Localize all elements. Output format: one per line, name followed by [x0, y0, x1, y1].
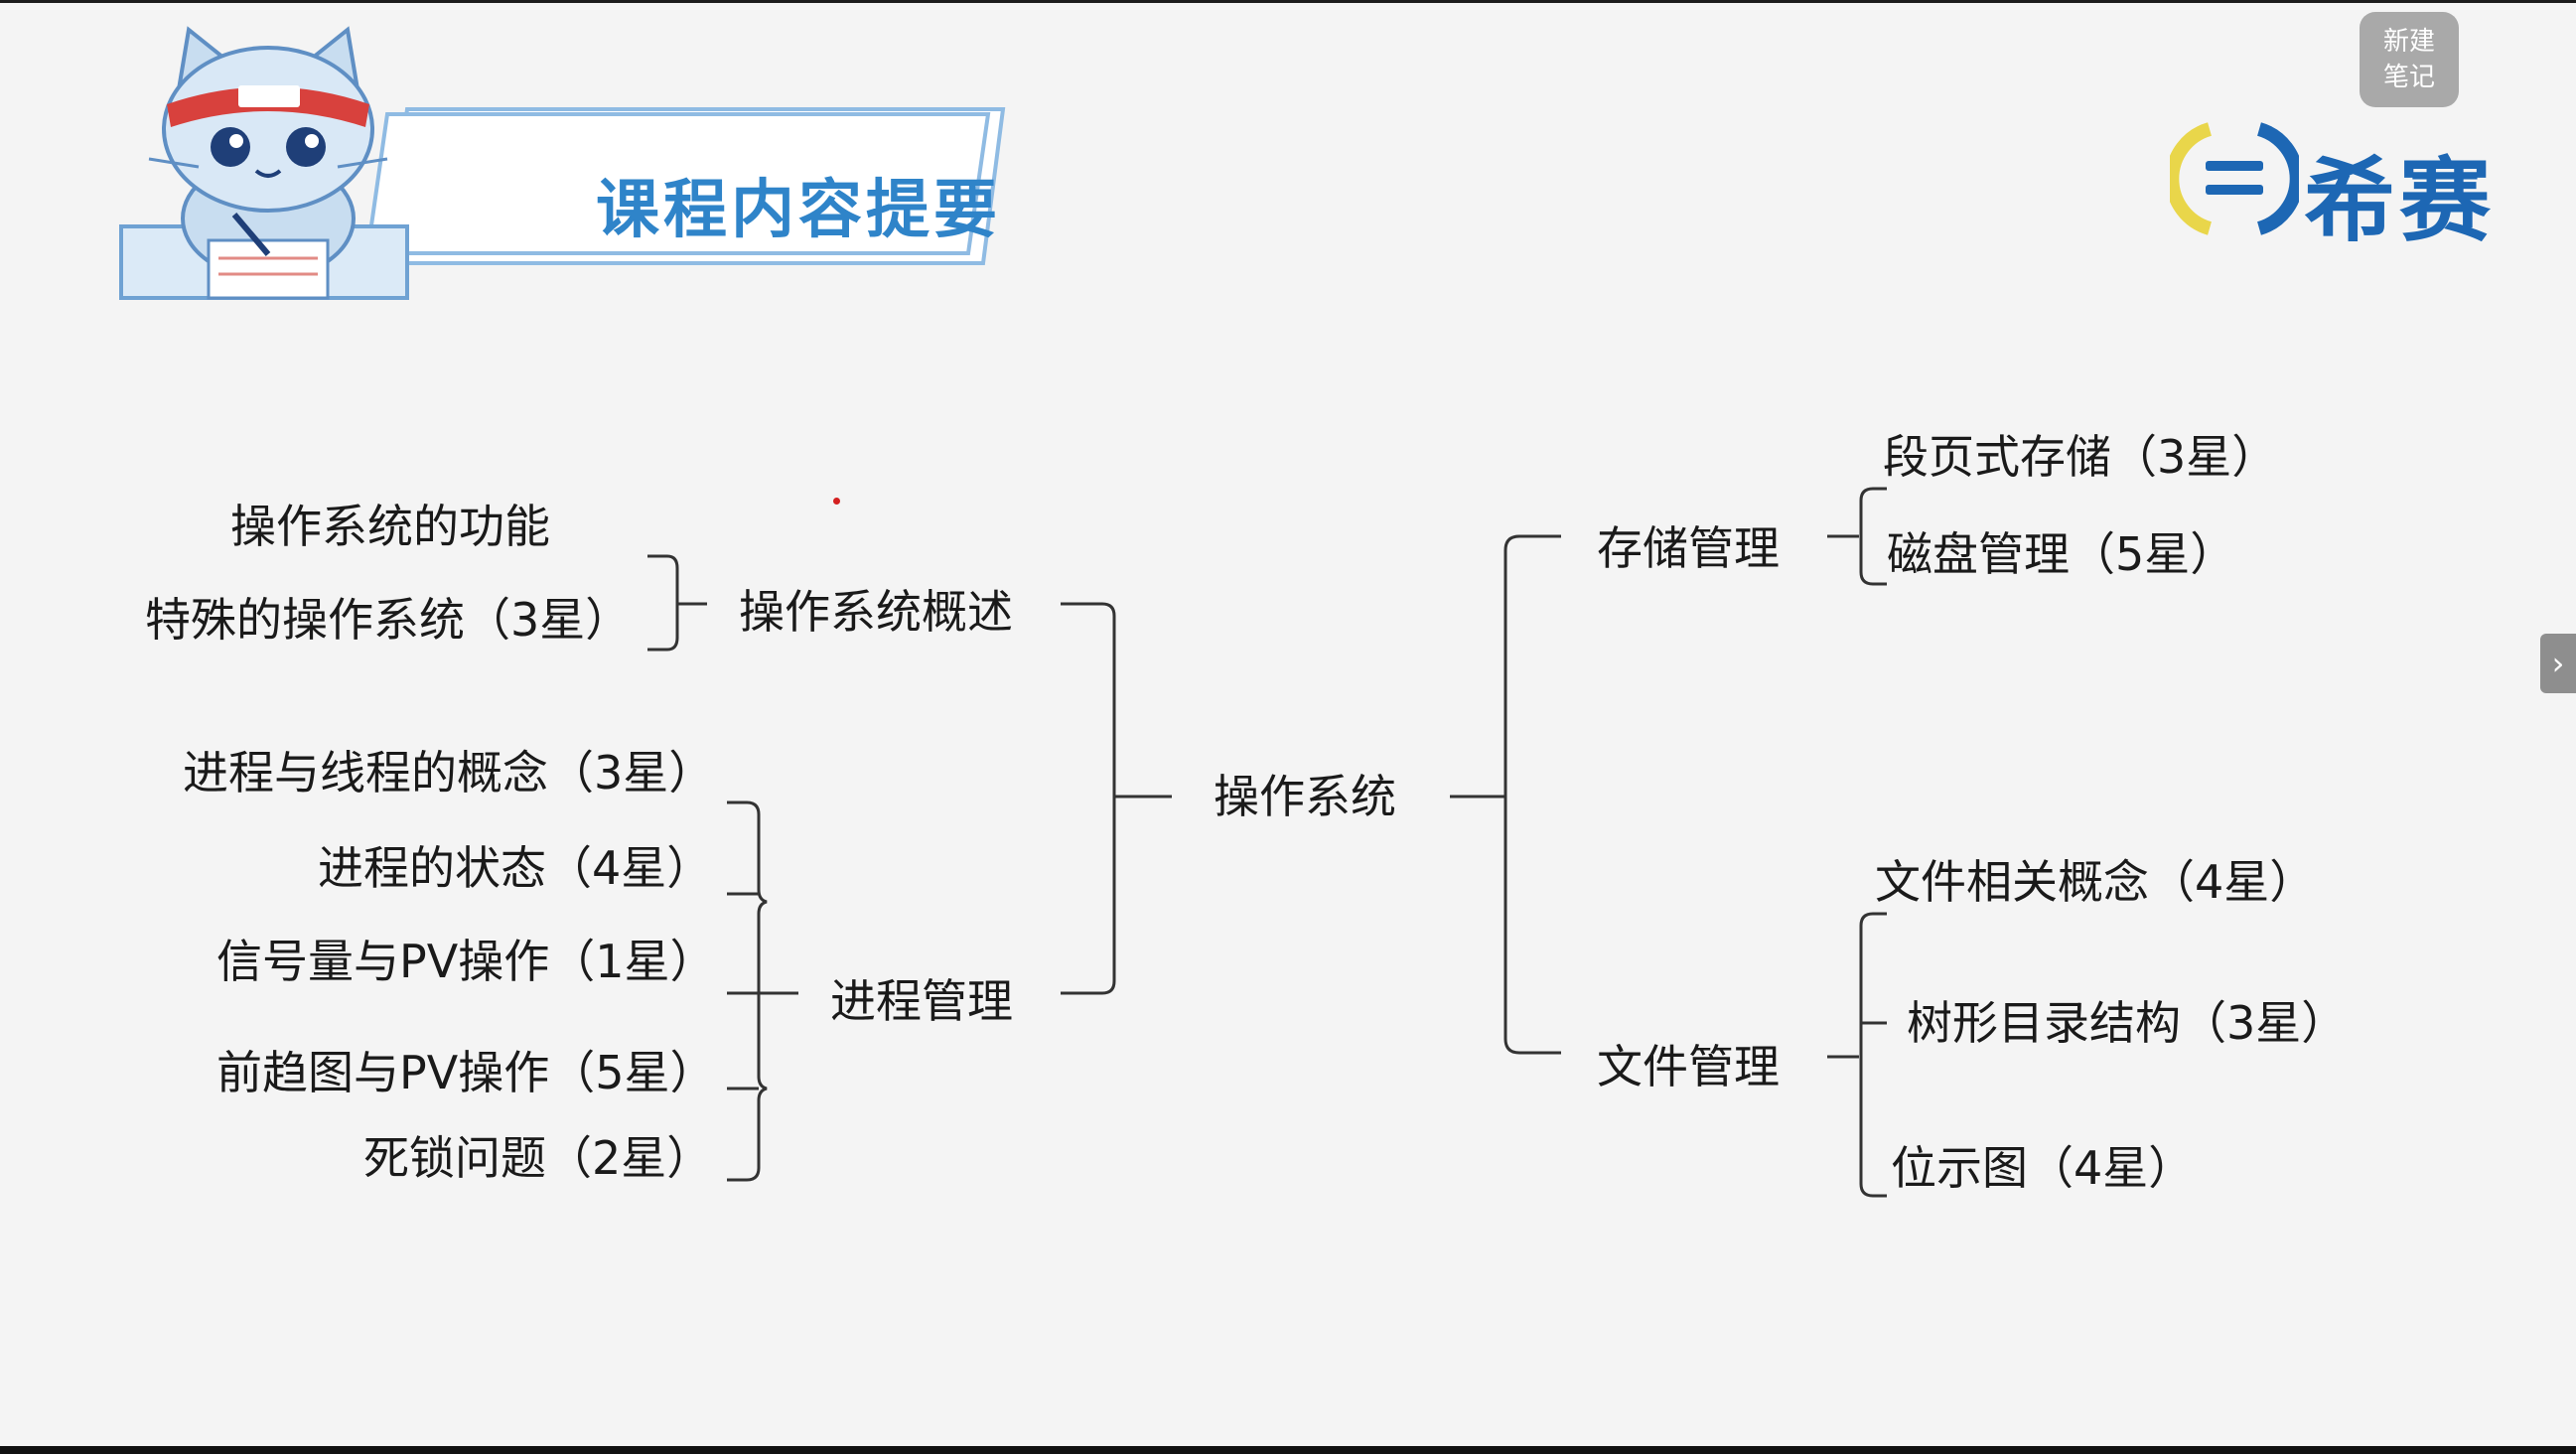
mindmap-leaf: 操作系统的功能 — [230, 500, 550, 553]
mindmap-branch-file: 文件管理 — [1597, 1040, 1780, 1093]
mindmap-leaf: 死锁问题（2星） — [363, 1131, 713, 1185]
mindmap-root: 操作系统 — [1214, 770, 1396, 823]
course-banner: 课程内容提要 — [119, 20, 1013, 308]
mindmap-leaf: 树形目录结构（3星） — [1907, 996, 2348, 1050]
mindmap-branch-overview: 操作系统概述 — [739, 585, 1013, 639]
mindmap-leaf: 信号量与PV操作（1星） — [216, 935, 716, 988]
brand-name: 希赛 — [2304, 148, 2496, 254]
brand-logo: 希赛 — [2165, 119, 2507, 254]
new-note-label-1: 新建 — [2382, 27, 2435, 57]
mindmap-branch-storage: 存储管理 — [1597, 521, 1780, 575]
mindmap-leaf: 磁盘管理（5星） — [1887, 527, 2236, 581]
brand-logo-icon — [2165, 122, 2304, 235]
new-note-button[interactable]: 新建 笔记 — [2360, 12, 2459, 107]
chevron-right-icon: › — [2551, 645, 2565, 682]
page-title: 课程内容提要 — [596, 174, 1001, 247]
laser-pointer-dot — [833, 498, 840, 505]
mindmap-leaf: 位示图（4星） — [1891, 1141, 2195, 1195]
new-note-label-2: 笔记 — [2382, 63, 2435, 92]
mindmap-leaf: 前趋图与PV操作（5星） — [216, 1046, 716, 1099]
mindmap-branch-process: 进程管理 — [830, 974, 1013, 1028]
banner-graphic — [119, 26, 1006, 300]
top-border — [0, 0, 2576, 3]
expand-sidebar-button[interactable]: › — [2540, 634, 2576, 693]
mindmap-leaf: 进程的状态（4星） — [318, 841, 713, 895]
bottom-border — [0, 1446, 2576, 1454]
mindmap-leaf: 进程与线程的概念（3星） — [183, 746, 715, 800]
mindmap-leaf: 文件相关概念（4星） — [1875, 855, 2316, 909]
mindmap-leaf: 段页式存储（3星） — [1883, 430, 2278, 484]
mindmap-leaf: 特殊的操作系统（3星） — [145, 593, 632, 647]
